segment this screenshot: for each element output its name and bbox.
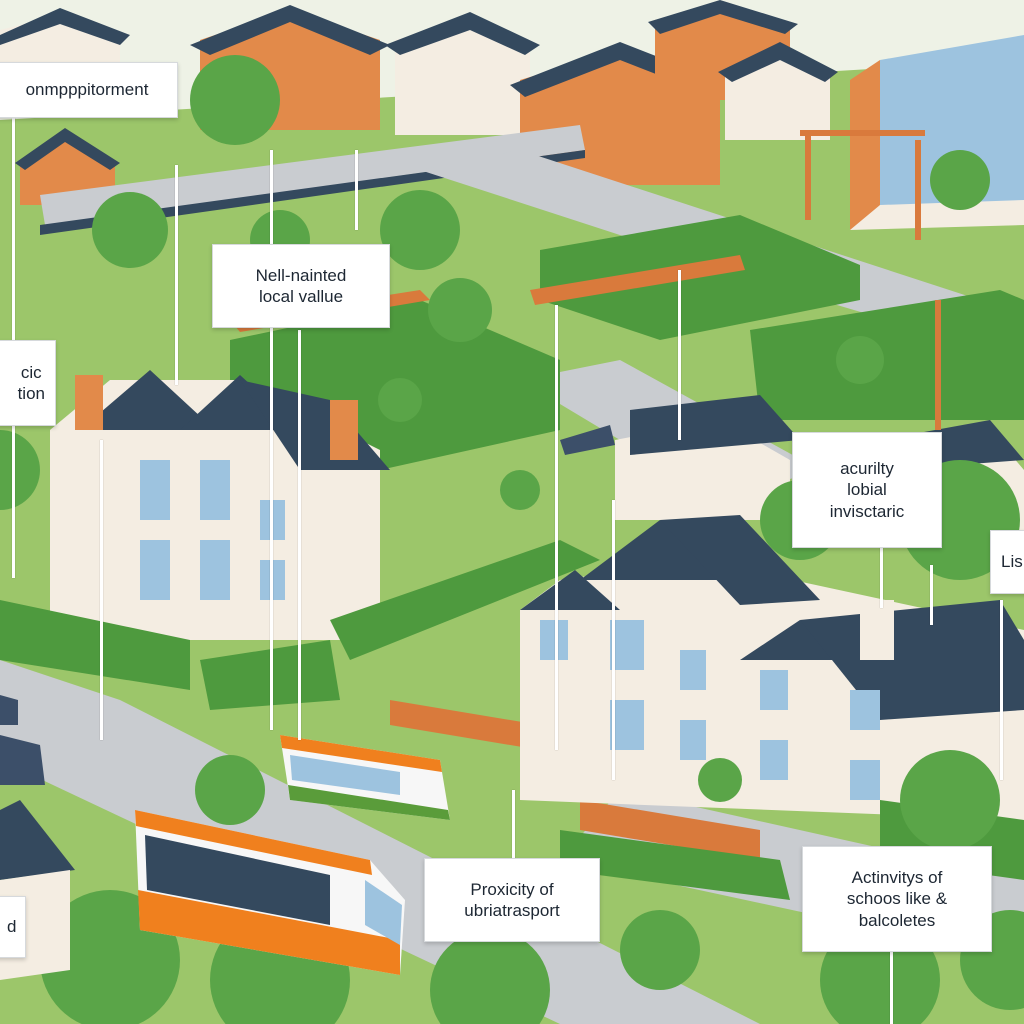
leader-line-road xyxy=(555,305,558,750)
leader-line-security xyxy=(880,548,883,608)
callout-schools: Actinvitys of schoos like & balcoletes xyxy=(802,846,992,952)
callout-security: acurilty lobial invisctaric xyxy=(792,432,942,548)
fence-right xyxy=(580,800,760,860)
cars xyxy=(0,425,615,785)
callout-bottom-left-cut: d xyxy=(0,896,26,958)
leader-line-schools xyxy=(890,952,893,1024)
leader-line-transport xyxy=(512,790,515,860)
small-bus xyxy=(280,735,450,820)
pergola xyxy=(800,130,941,430)
bottom-left-house-roof xyxy=(0,800,75,880)
leader-line-right-lamp xyxy=(930,565,933,625)
hedge-road xyxy=(330,540,600,660)
leader-line-left xyxy=(100,440,103,740)
callout-transport: Proxicity of ubriatrasport xyxy=(424,858,600,942)
leader-line-right xyxy=(1000,600,1003,780)
leader-line-lamp-mid xyxy=(270,150,273,730)
garden-right xyxy=(750,290,1024,420)
fence-garden xyxy=(530,255,745,305)
callout-employment: onmpppitorment xyxy=(0,62,178,118)
callout-left-cut: cic tion xyxy=(0,340,56,426)
leader-line-house xyxy=(612,500,615,780)
large-bus xyxy=(135,810,405,975)
hedge-left xyxy=(0,600,190,690)
left-villa xyxy=(50,370,390,640)
leader-line-well-maintained xyxy=(298,330,301,740)
callout-right-cut: Lis xyxy=(990,530,1024,594)
right-villas xyxy=(520,515,1024,820)
hedge-bottom xyxy=(560,830,790,900)
callout-well-maintained: Nell-nainted local vallue xyxy=(212,244,390,328)
leader-line-lamp-left xyxy=(175,165,178,385)
leader-line-lamp-centre xyxy=(355,150,358,230)
leader-line-garden xyxy=(678,270,681,440)
